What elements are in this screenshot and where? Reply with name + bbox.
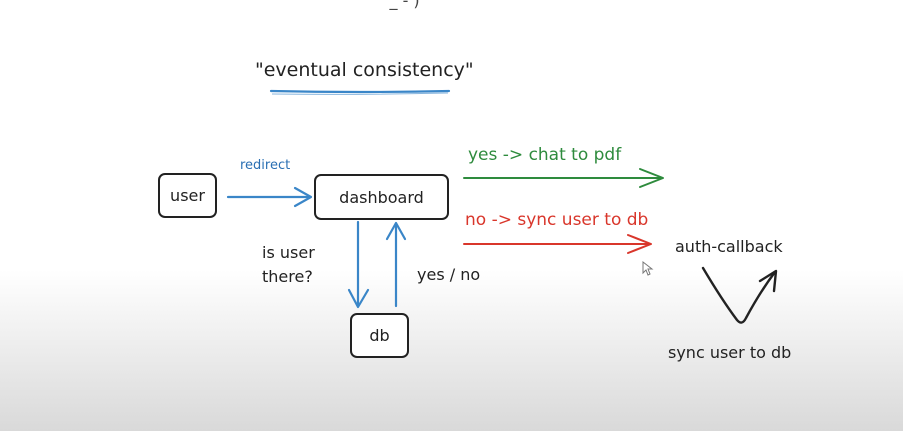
diagram-title: "eventual consistency" (255, 59, 474, 81)
dashboard-node-label: dashboard (339, 187, 424, 207)
user-node: user (158, 173, 217, 218)
user-node-label: user (170, 186, 205, 205)
response-arrow-head (385, 221, 407, 241)
yes-arrow-head (639, 168, 664, 188)
yes-no-response-label: yes / no (417, 265, 481, 284)
mouse-cursor-icon (642, 260, 654, 276)
user-exists-question: is user there? (262, 243, 315, 286)
sync-user-label: sync user to db (668, 343, 792, 362)
no-branch-label: no -> sync user to db (465, 210, 649, 230)
redirect-arrow-head (293, 186, 313, 208)
redirect-label: redirect (240, 158, 291, 173)
db-node: db (350, 313, 409, 358)
dashboard-node: dashboard (314, 174, 449, 220)
title-underline-second-stroke (271, 92, 449, 95)
query-arrow-head (347, 288, 370, 309)
no-arrow-head (627, 234, 652, 254)
sync-loop-arrow-head (758, 269, 778, 293)
title-underline (269, 89, 451, 94)
yes-branch-label: yes -> chat to pdf (468, 145, 622, 165)
sync-loop-arrow (701, 266, 777, 324)
db-node-label: db (369, 326, 390, 345)
cropped-top-text: ' _ - ) (380, 0, 420, 10)
auth-callback-node: auth-callback (675, 237, 783, 256)
